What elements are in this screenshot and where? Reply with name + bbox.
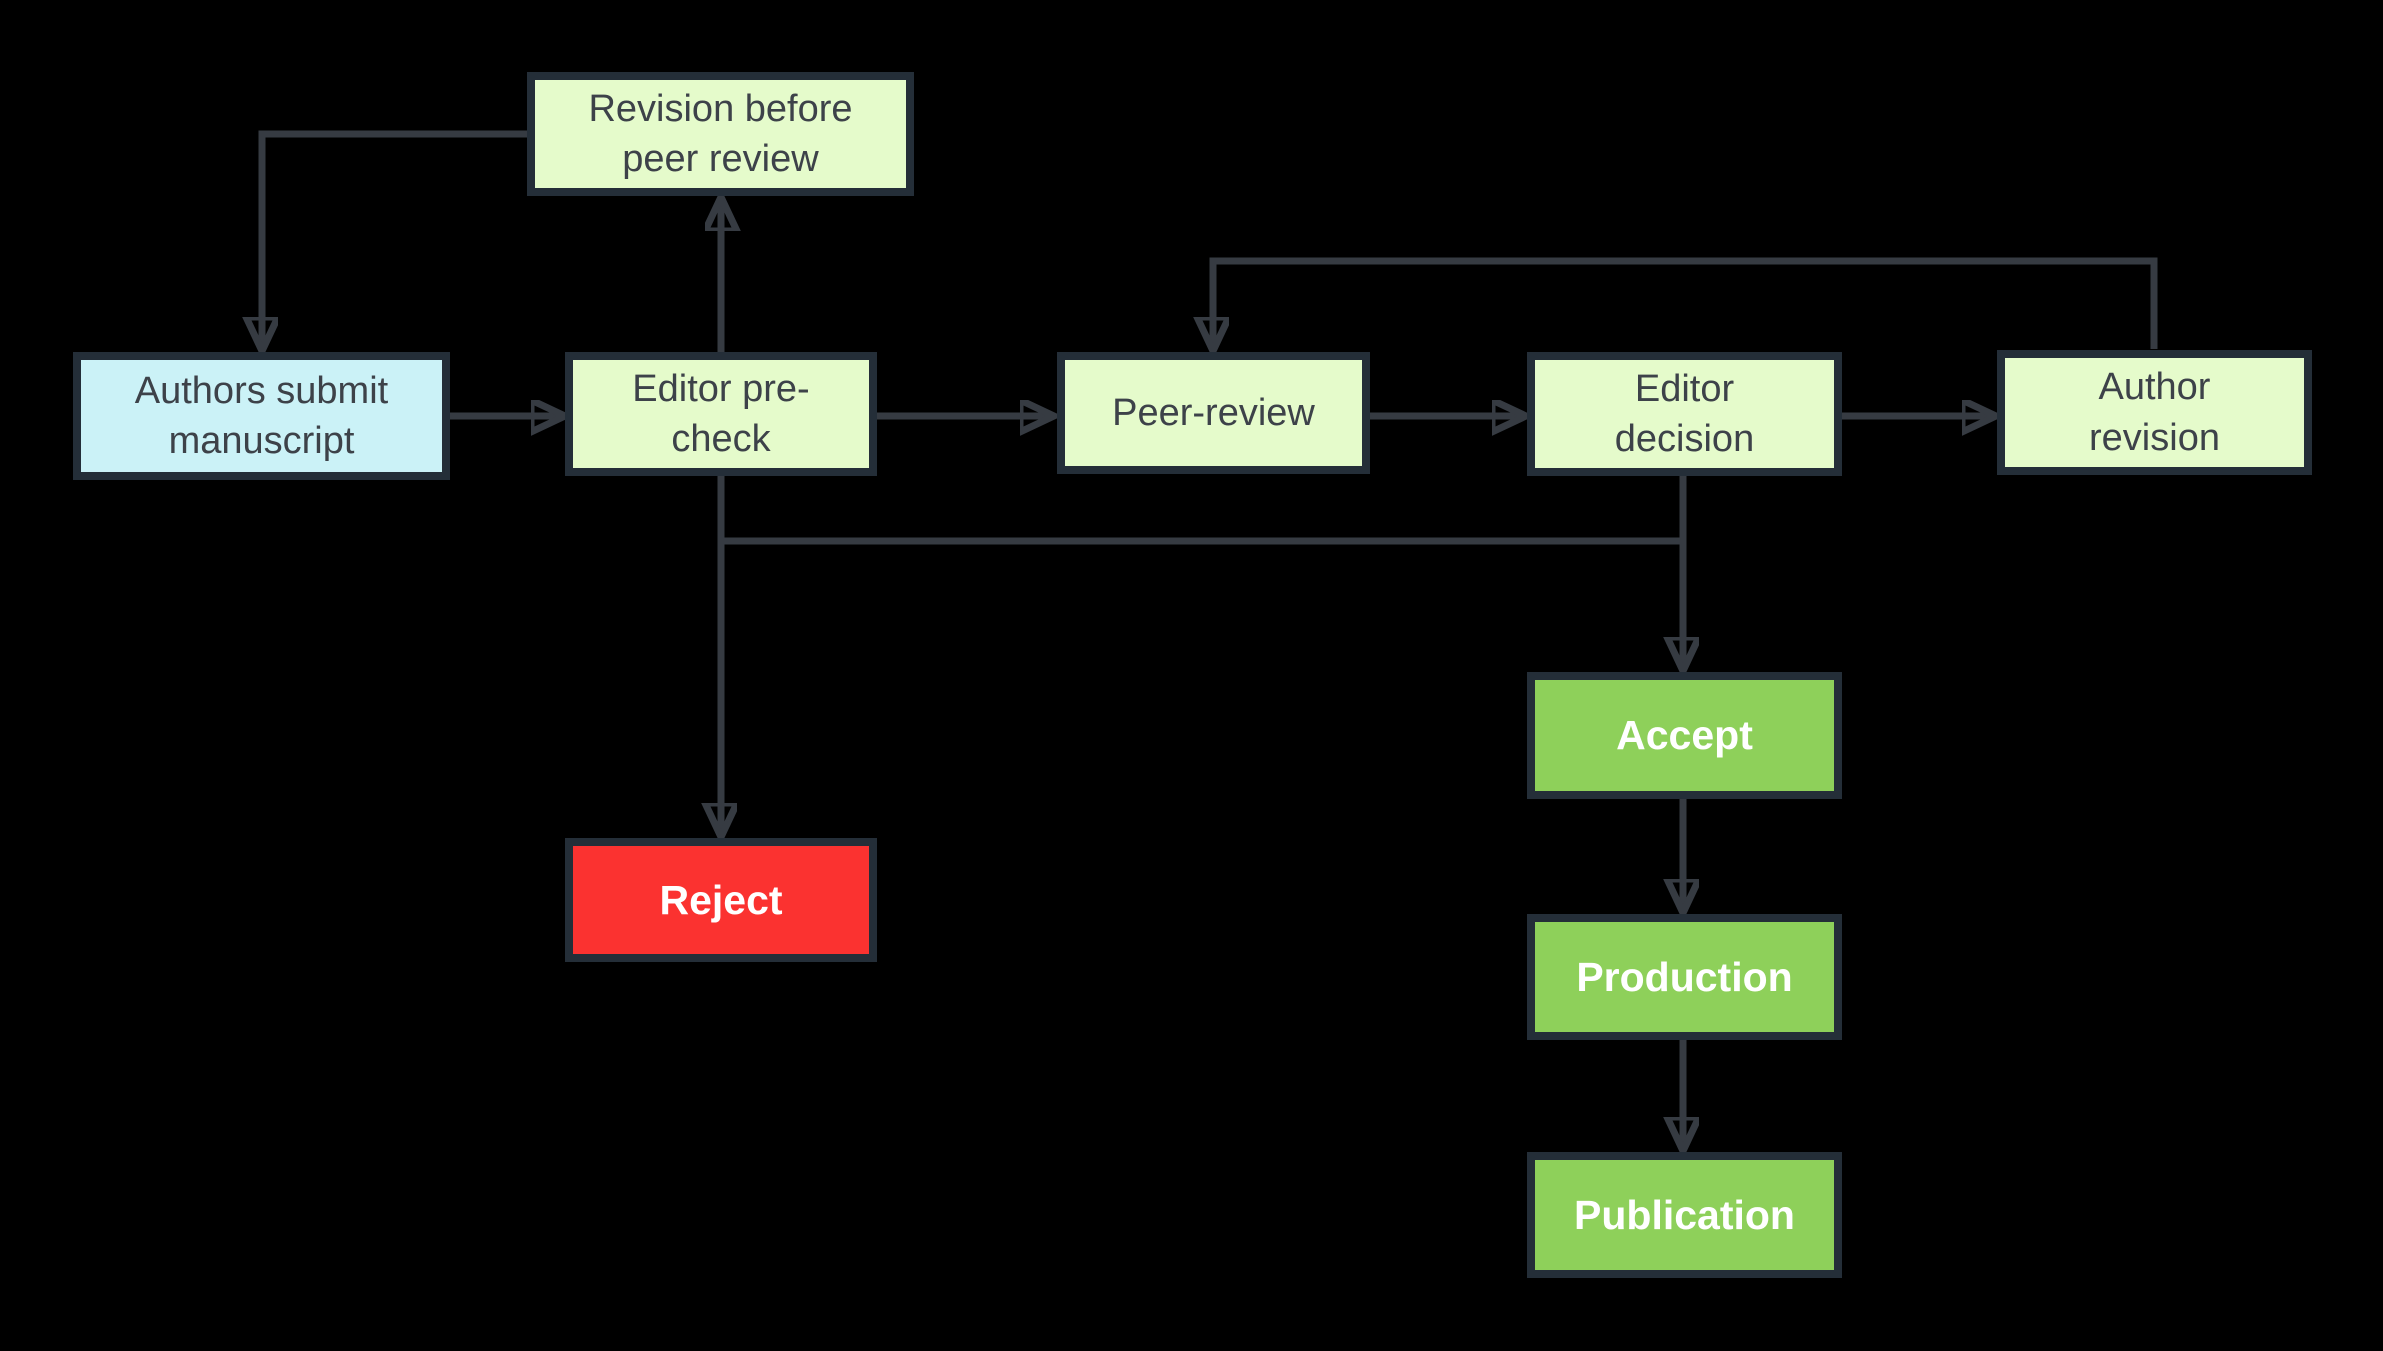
node-label: Peer-review bbox=[1112, 391, 1315, 434]
node-label: Reject bbox=[659, 876, 783, 923]
node-reject: Reject bbox=[565, 838, 877, 962]
node-label: Production bbox=[1576, 953, 1793, 1000]
node-revision-before-peer-review: Revision before peer review bbox=[527, 72, 914, 196]
node-editor-decision: Editor decision bbox=[1527, 352, 1842, 476]
node-peer-review: Peer-review bbox=[1057, 352, 1370, 474]
node-label: Editor decision bbox=[1614, 367, 1755, 460]
node-label: Authors submit manuscript bbox=[134, 369, 389, 462]
node-label: Accept bbox=[1616, 712, 1753, 759]
node-label: Editor pre- check bbox=[632, 367, 810, 460]
node-publication: Publication bbox=[1527, 1152, 1842, 1278]
edge-revision-before-to-authors-submit bbox=[262, 130, 527, 348]
node-label: Revision before peer review bbox=[588, 87, 853, 180]
node-label: Publication bbox=[1574, 1191, 1795, 1238]
node-label: Author revision bbox=[2089, 366, 2220, 459]
node-accept: Accept bbox=[1527, 672, 1842, 799]
node-editor-pre-check: Editor pre- check bbox=[565, 352, 877, 476]
node-authors-submit-manuscript: Authors submit manuscript bbox=[73, 352, 450, 480]
edge-author-revision-to-peer-review bbox=[1213, 257, 2158, 349]
node-production: Production bbox=[1527, 914, 1842, 1040]
node-author-revision: Author revision bbox=[1997, 350, 2312, 475]
